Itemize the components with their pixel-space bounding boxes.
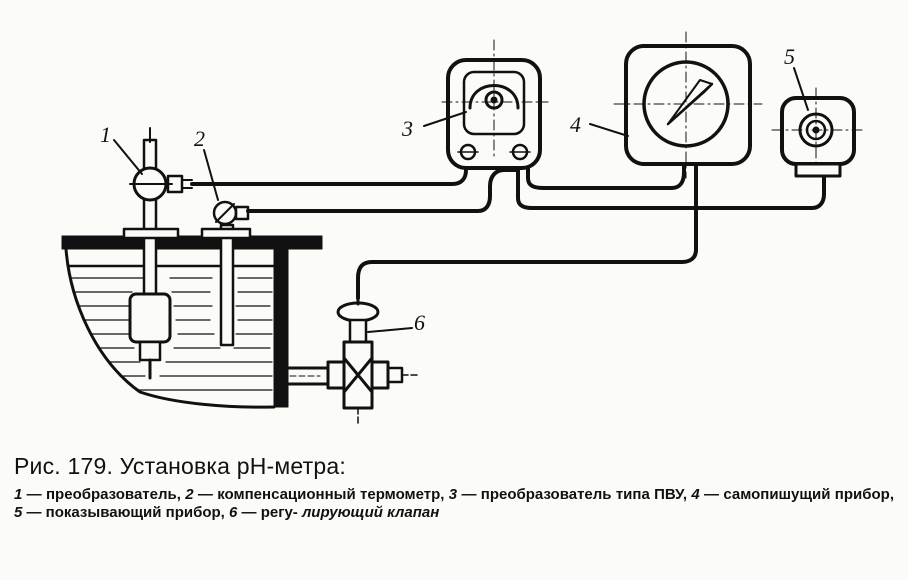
figure-caption: Рис. 179. Установка рН-метра: 1 — преобр…	[14, 452, 894, 522]
leader-lines	[113, 67, 809, 333]
caption-title: Рис. 179. Установка рН-метра:	[14, 453, 346, 479]
thermometer-2	[200, 200, 252, 347]
cables	[190, 156, 826, 300]
label-1: 1	[100, 122, 111, 147]
caption-legend: 1 — преобразователь, 2 — компенсационный…	[14, 486, 894, 522]
legend-item-4: 4 — самопишущий прибор,	[691, 486, 895, 503]
ph-meter-diagram: 1 2 3 4 5 6	[61, 31, 867, 425]
legend-item-2: 2 — компенсационный термометр,	[185, 486, 449, 503]
legend-tail: лирующий клапан	[301, 504, 440, 521]
label-4: 4	[570, 112, 581, 137]
label-5: 5	[784, 44, 795, 69]
recorder-4	[613, 31, 763, 179]
legend-item-3: 3 — преобразователь типа ПВУ,	[448, 486, 692, 503]
tank	[61, 235, 323, 409]
label-6: 6	[414, 310, 425, 335]
label-3: 3	[401, 116, 413, 141]
converter-1	[122, 127, 193, 380]
label-2: 2	[194, 126, 205, 151]
indicator-5	[771, 87, 867, 178]
legend-item-5: 5 — показывающий прибор,	[14, 504, 230, 521]
legend-item-6: 6 — регу-	[229, 504, 298, 521]
converter-3-pvu	[441, 39, 549, 170]
regulating-valve-6	[286, 292, 421, 425]
legend-item-1: 1 — преобразователь,	[14, 486, 186, 503]
